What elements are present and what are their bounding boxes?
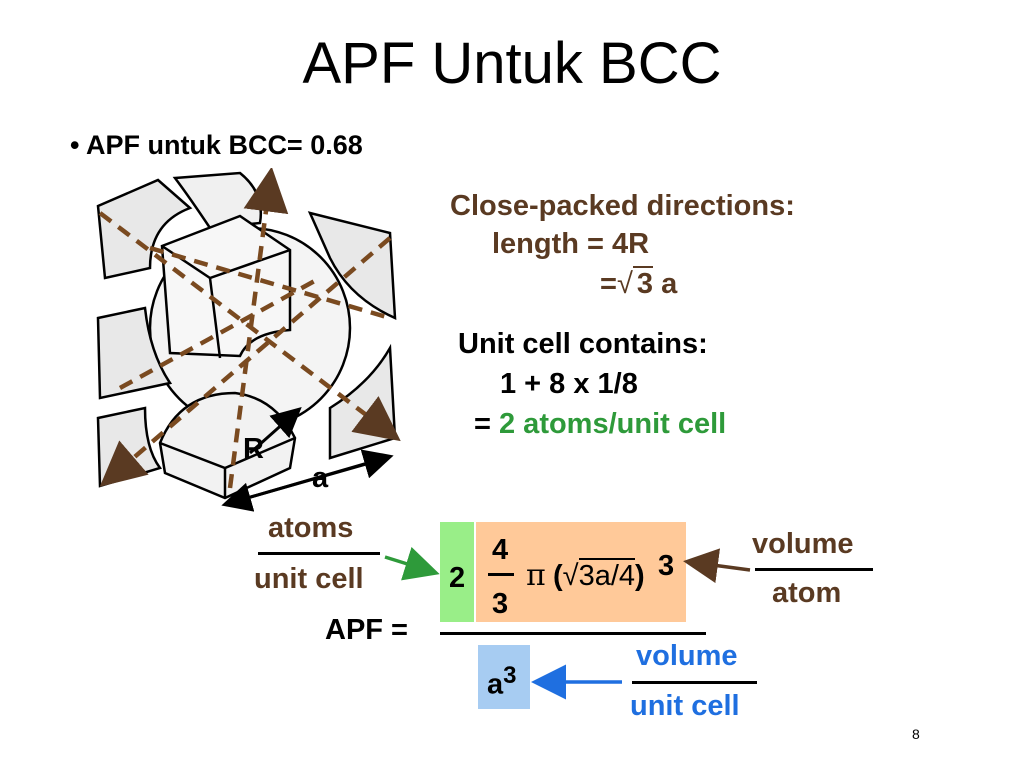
close-paren: ) — [635, 560, 645, 592]
coefficient-2: 2 — [449, 562, 466, 594]
orange-box — [476, 522, 686, 622]
label-a: a — [312, 462, 329, 494]
atom-label: atom — [772, 577, 842, 609]
sqrt-symbol-2: √ — [562, 560, 579, 592]
denominator-a: a3 — [487, 662, 517, 702]
dashed-diagonal-2 — [99, 236, 392, 487]
dashed-diagonal-3 — [149, 245, 391, 321]
fraction-numerator-4: 4 — [492, 534, 509, 566]
sqrt-expression: (√3a/4) — [553, 558, 645, 593]
volume-label-2: volume — [636, 640, 738, 672]
apf-fraction-line — [440, 632, 706, 635]
equals-sign: = — [600, 268, 617, 300]
bullet-dot: • — [70, 130, 86, 160]
bullet-text: APF untuk BCC= 0.68 — [85, 130, 363, 160]
fraction-4-3-line — [488, 573, 514, 576]
dashed-diagonal-5 — [118, 276, 322, 390]
sqrt-symbol: √ — [616, 268, 633, 300]
unit-cell-count: 1 + 8 x 1/8 — [500, 368, 638, 400]
corner-atom-left — [96, 306, 173, 400]
close-packed-sqrt-line: =√3 a — [600, 266, 678, 301]
green-arrow — [384, 546, 440, 581]
atoms-label: atoms — [268, 512, 354, 544]
unit-cell-label-2: unit cell — [630, 690, 740, 722]
exponent-3: 3 — [658, 550, 675, 582]
denominator-a-base: a — [487, 668, 504, 701]
a-symbol: a — [661, 268, 678, 300]
bullet-point: • APF untuk BCC= 0.68 — [70, 130, 363, 161]
label-R: R — [243, 433, 264, 465]
volume-unitcell-fraction-line — [632, 681, 757, 684]
volume-label: volume — [752, 528, 854, 560]
blue-box — [478, 645, 530, 709]
apf-label: APF = — [325, 614, 408, 646]
slide-title: APF Untuk BCC — [302, 31, 722, 96]
sqrt-arg: 3 — [632, 266, 653, 300]
open-paren: ( — [553, 560, 563, 592]
unit-cell-result-line: = 2 atoms/unit cell — [474, 408, 726, 441]
pi-symbol: π — [526, 558, 546, 593]
radius-arrow — [249, 407, 302, 455]
unit-cell-heading: Unit cell contains: — [458, 328, 708, 360]
corner-atom-top-left — [96, 178, 193, 280]
dashed-diagonal-4 — [227, 168, 289, 489]
page-number: 8 — [912, 726, 920, 742]
equals-sign-2: = — [474, 408, 491, 440]
volume-atom-fraction-line — [755, 568, 873, 571]
unit-cell-label: unit cell — [254, 563, 364, 595]
fraction-denominator-3: 3 — [492, 588, 509, 620]
dashed-diagonal-1 — [98, 211, 401, 442]
green-box — [440, 522, 474, 622]
corner-atom-top-right — [307, 211, 397, 320]
sqrt-arg-2: 3a/4 — [578, 558, 636, 592]
unit-cell-result: 2 atoms/unit cell — [499, 408, 727, 440]
close-packed-length: length = 4R — [492, 228, 650, 260]
atoms-fraction-line — [258, 552, 380, 555]
denominator-exponent: 3 — [503, 662, 517, 689]
brown-arrow — [683, 548, 751, 584]
bcc-cube-illustration — [96, 168, 401, 512]
close-packed-heading: Close-packed directions: — [450, 190, 795, 222]
